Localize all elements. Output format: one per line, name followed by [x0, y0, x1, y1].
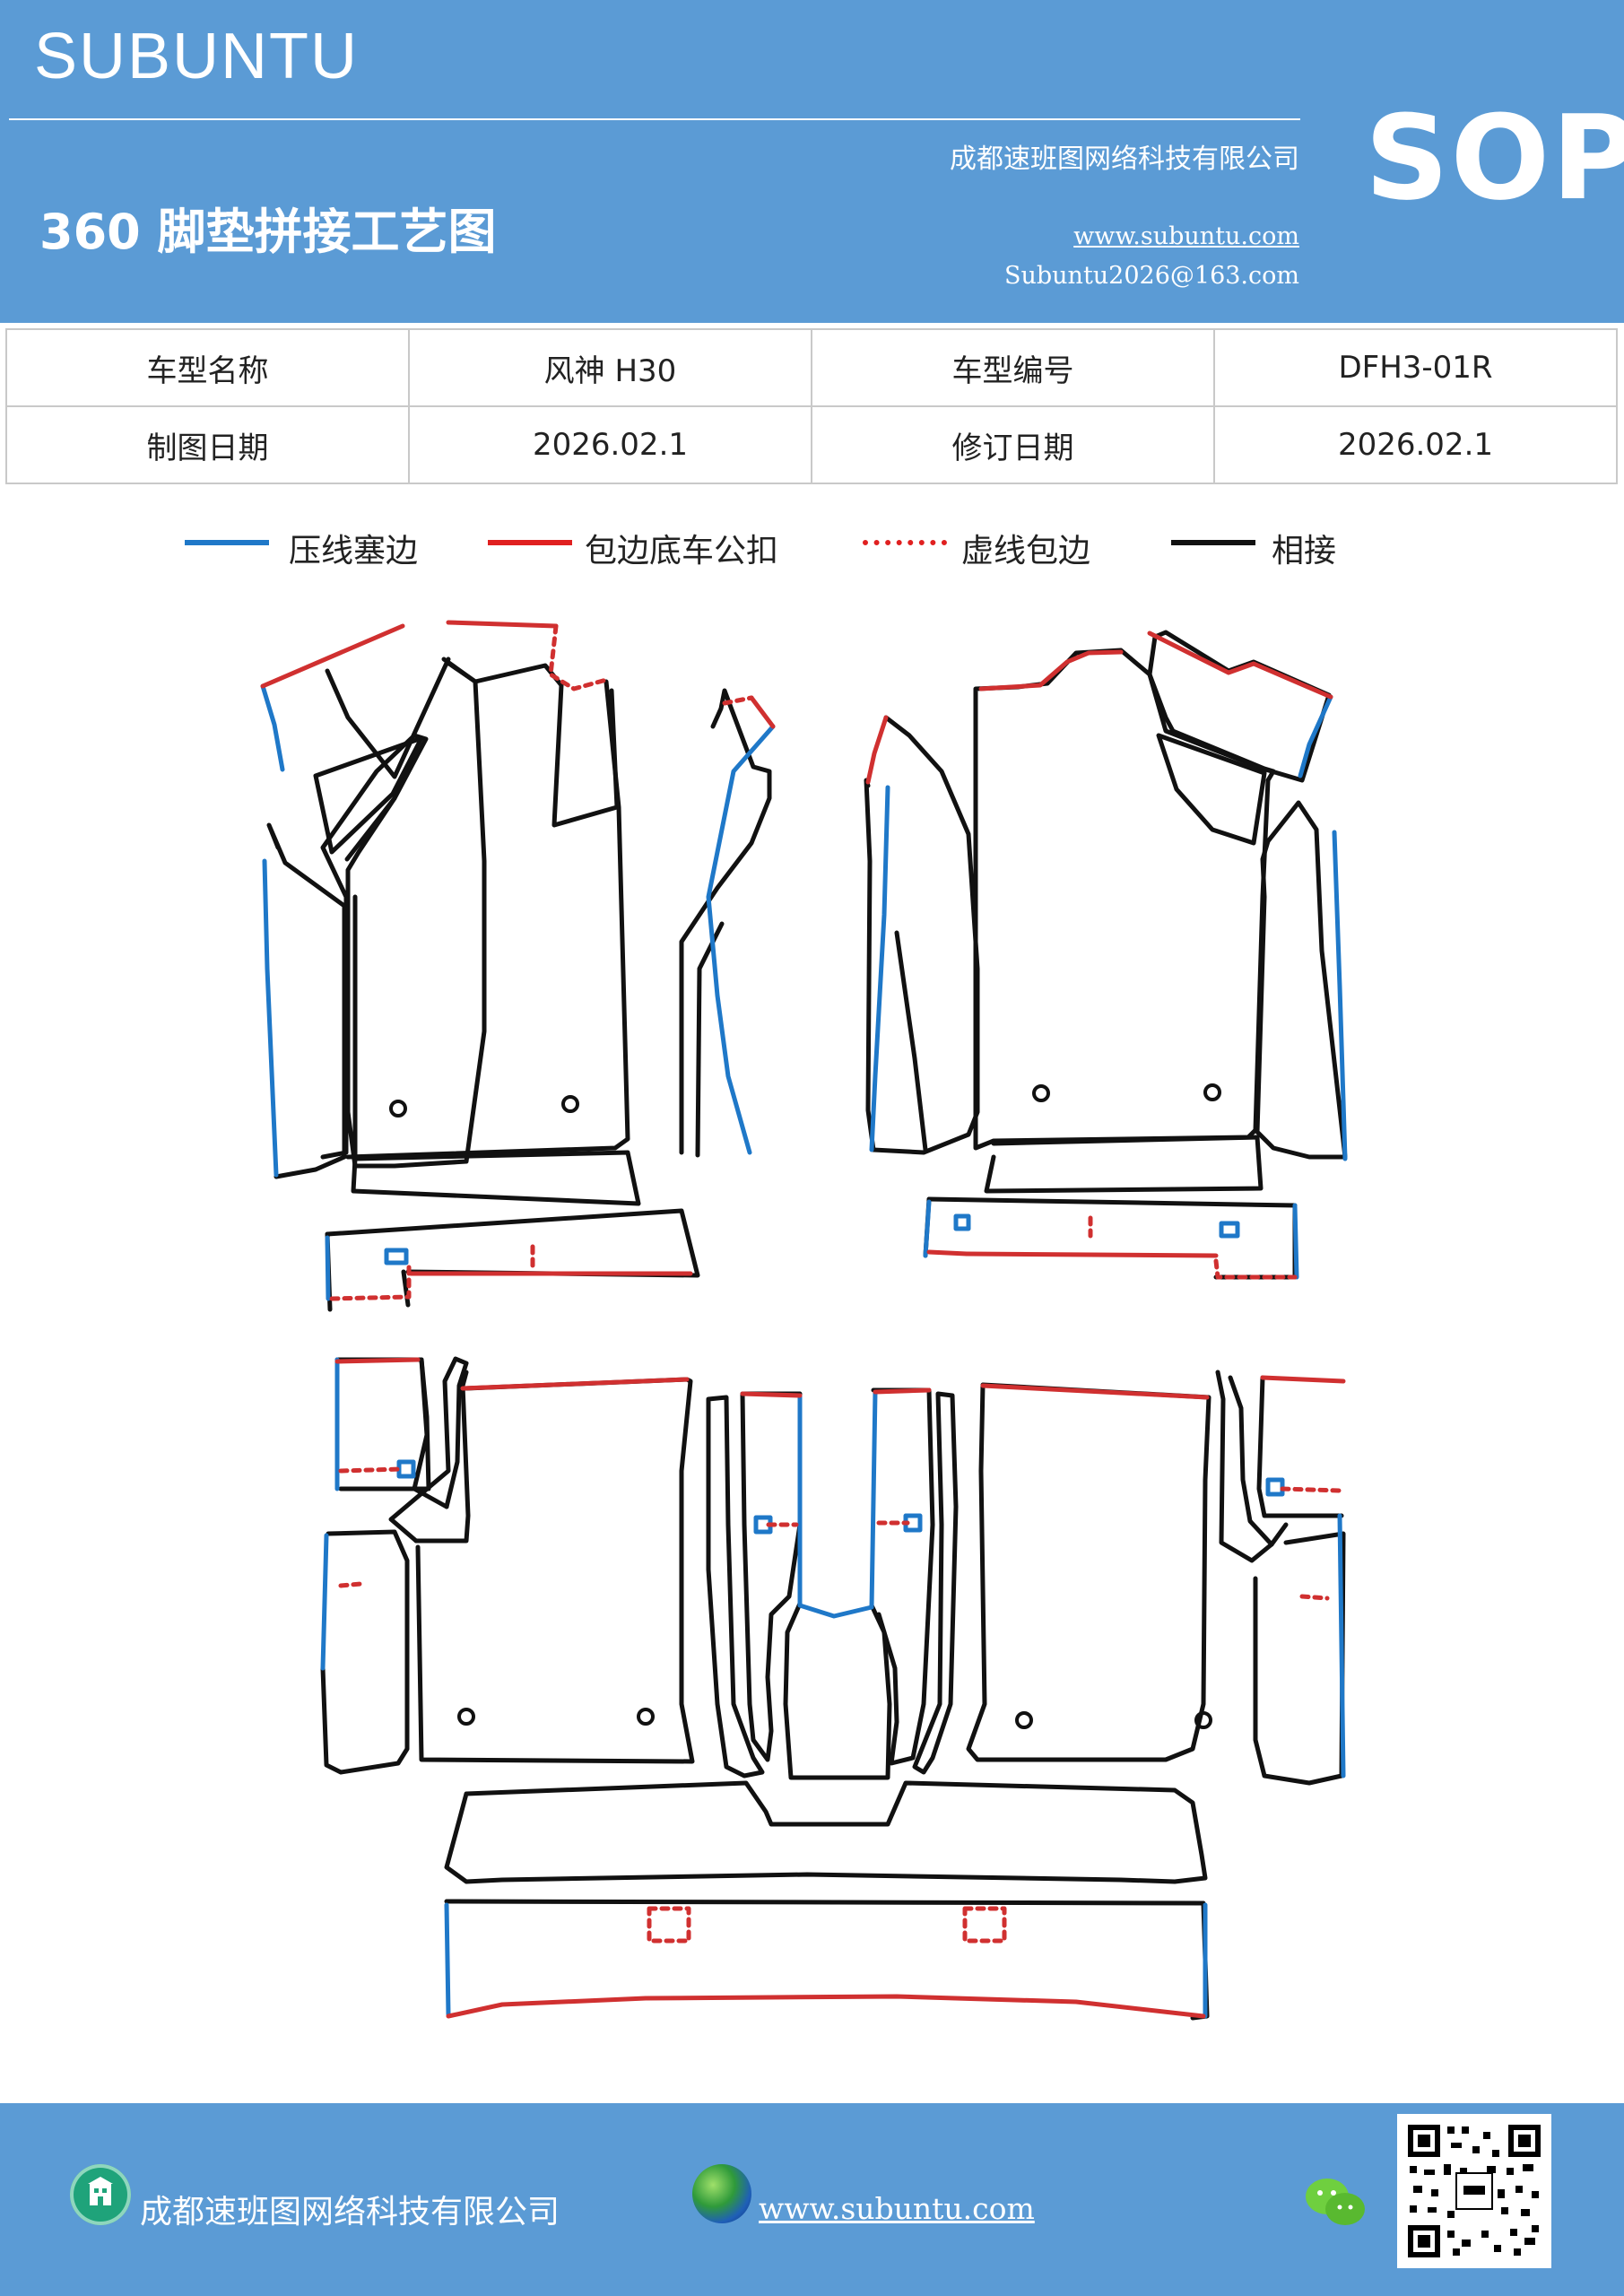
table-row: 车型名称 风神 H30 车型编号 DFH3-01R [5, 328, 1618, 407]
legend-label: 压线塞边 [289, 533, 419, 570]
legend-red-line [488, 540, 572, 545]
rear-left-mat [320, 1356, 695, 1775]
wechat-icon[interactable] [1304, 2175, 1367, 2234]
table-row: 制图日期 2026.02.1 修订日期 2026.02.1 [5, 405, 1618, 484]
line-legend: 压线塞边 包边底车公扣 虚线包边 相接 [0, 525, 1624, 570]
table-cell: DFH3-01R [1213, 328, 1618, 407]
footer-company-name: 成都速班图网络科技有限公司 [140, 2194, 560, 2231]
front-right-mat [864, 630, 1348, 1280]
legend-label: 包边底车公扣 [585, 533, 779, 570]
brand-name: SUBUNTU [34, 21, 360, 92]
legend-label: 虚线包边 [961, 533, 1091, 570]
contact-email: Subuntu2026@163.com [1004, 262, 1299, 290]
header-banner: SUBUNTU 成都速班图网络科技有限公司 360 脚垫拼接工艺图 www.su… [0, 0, 1624, 323]
fastener-holes [389, 1083, 1221, 1729]
table-cell: 车型名称 [5, 328, 410, 407]
footer-banner: 成都速班图网络科技有限公司 www.subuntu.com [0, 2103, 1624, 2296]
legend-blue-line [185, 540, 269, 545]
vehicle-info-table: 车型名称 风神 H30 车型编号 DFH3-01R 制图日期 2026.02.1… [5, 328, 1618, 484]
building-icon [70, 2164, 131, 2225]
sop-badge: SOP [1365, 90, 1624, 226]
table-cell: 2026.02.1 [1213, 405, 1618, 484]
website-link[interactable]: www.subuntu.com [1073, 222, 1299, 250]
company-name: 成都速班图网络科技有限公司 [950, 144, 1299, 175]
table-cell: 2026.02.1 [408, 405, 812, 484]
header-divider [9, 118, 1300, 120]
legend-label: 相接 [1272, 533, 1337, 570]
footer-website-link[interactable]: www.subuntu.com [759, 2191, 1035, 2226]
rear-right-mat [966, 1370, 1346, 1786]
rear-center-mat [706, 1387, 959, 1780]
table-cell: 风神 H30 [408, 328, 812, 407]
globe-icon [692, 2164, 751, 2223]
legend-black-line [1171, 540, 1255, 545]
rear-bench-mat [444, 1780, 1210, 2021]
floor-mat-diagram [260, 620, 1348, 2021]
table-cell: 车型编号 [811, 328, 1215, 407]
table-cell: 制图日期 [5, 405, 410, 484]
legend-red-dotted-line [863, 540, 947, 545]
table-cell: 修订日期 [811, 405, 1215, 484]
front-left-mat [266, 657, 772, 1312]
qr-code[interactable] [1397, 2114, 1551, 2268]
document-title: 360 脚垫拼接工艺图 [39, 204, 497, 260]
